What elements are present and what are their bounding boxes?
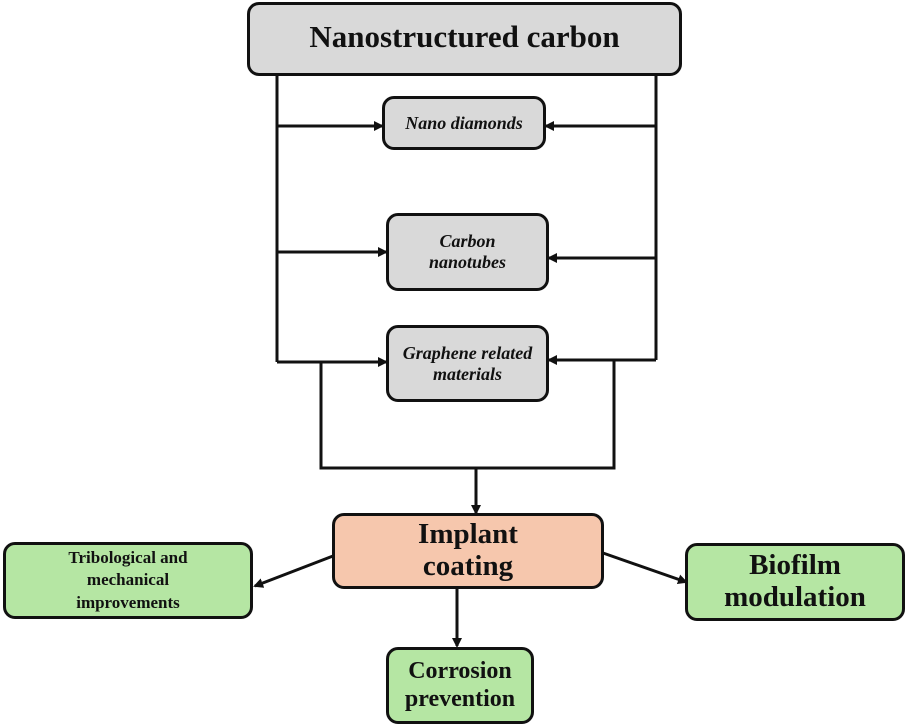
node-corrosion-prevention: Corrosion prevention bbox=[386, 647, 534, 724]
root-label: Nanostructured carbon bbox=[309, 19, 620, 55]
root-node: Nanostructured carbon bbox=[247, 2, 682, 76]
implant-coating-label: Implant coating bbox=[418, 518, 518, 582]
node-nano-diamonds: Nano diamonds bbox=[382, 96, 546, 150]
arrow-to-tribological bbox=[253, 554, 334, 588]
collector-line bbox=[319, 360, 616, 470]
node-tribological-mechanical: Tribological and mechanical improvements bbox=[3, 542, 253, 619]
arrow-to-biofilm bbox=[602, 551, 688, 585]
nano-diamonds-label: Nano diamonds bbox=[405, 112, 523, 133]
tribological-label: Tribological and mechanical improvements bbox=[68, 548, 188, 612]
graphene-label: Graphene related materials bbox=[402, 342, 533, 384]
carbon-nanotubes-label: Carbon nanotubes bbox=[428, 231, 507, 272]
node-implant-coating: Implant coating bbox=[332, 513, 604, 589]
corrosion-label: Corrosion prevention bbox=[404, 657, 516, 712]
biofilm-label: Biofilm modulation bbox=[724, 549, 866, 613]
node-biofilm-modulation: Biofilm modulation bbox=[685, 543, 905, 621]
node-graphene-related-materials: Graphene related materials bbox=[386, 325, 549, 402]
node-carbon-nanotubes: Carbon nanotubes bbox=[386, 213, 549, 291]
